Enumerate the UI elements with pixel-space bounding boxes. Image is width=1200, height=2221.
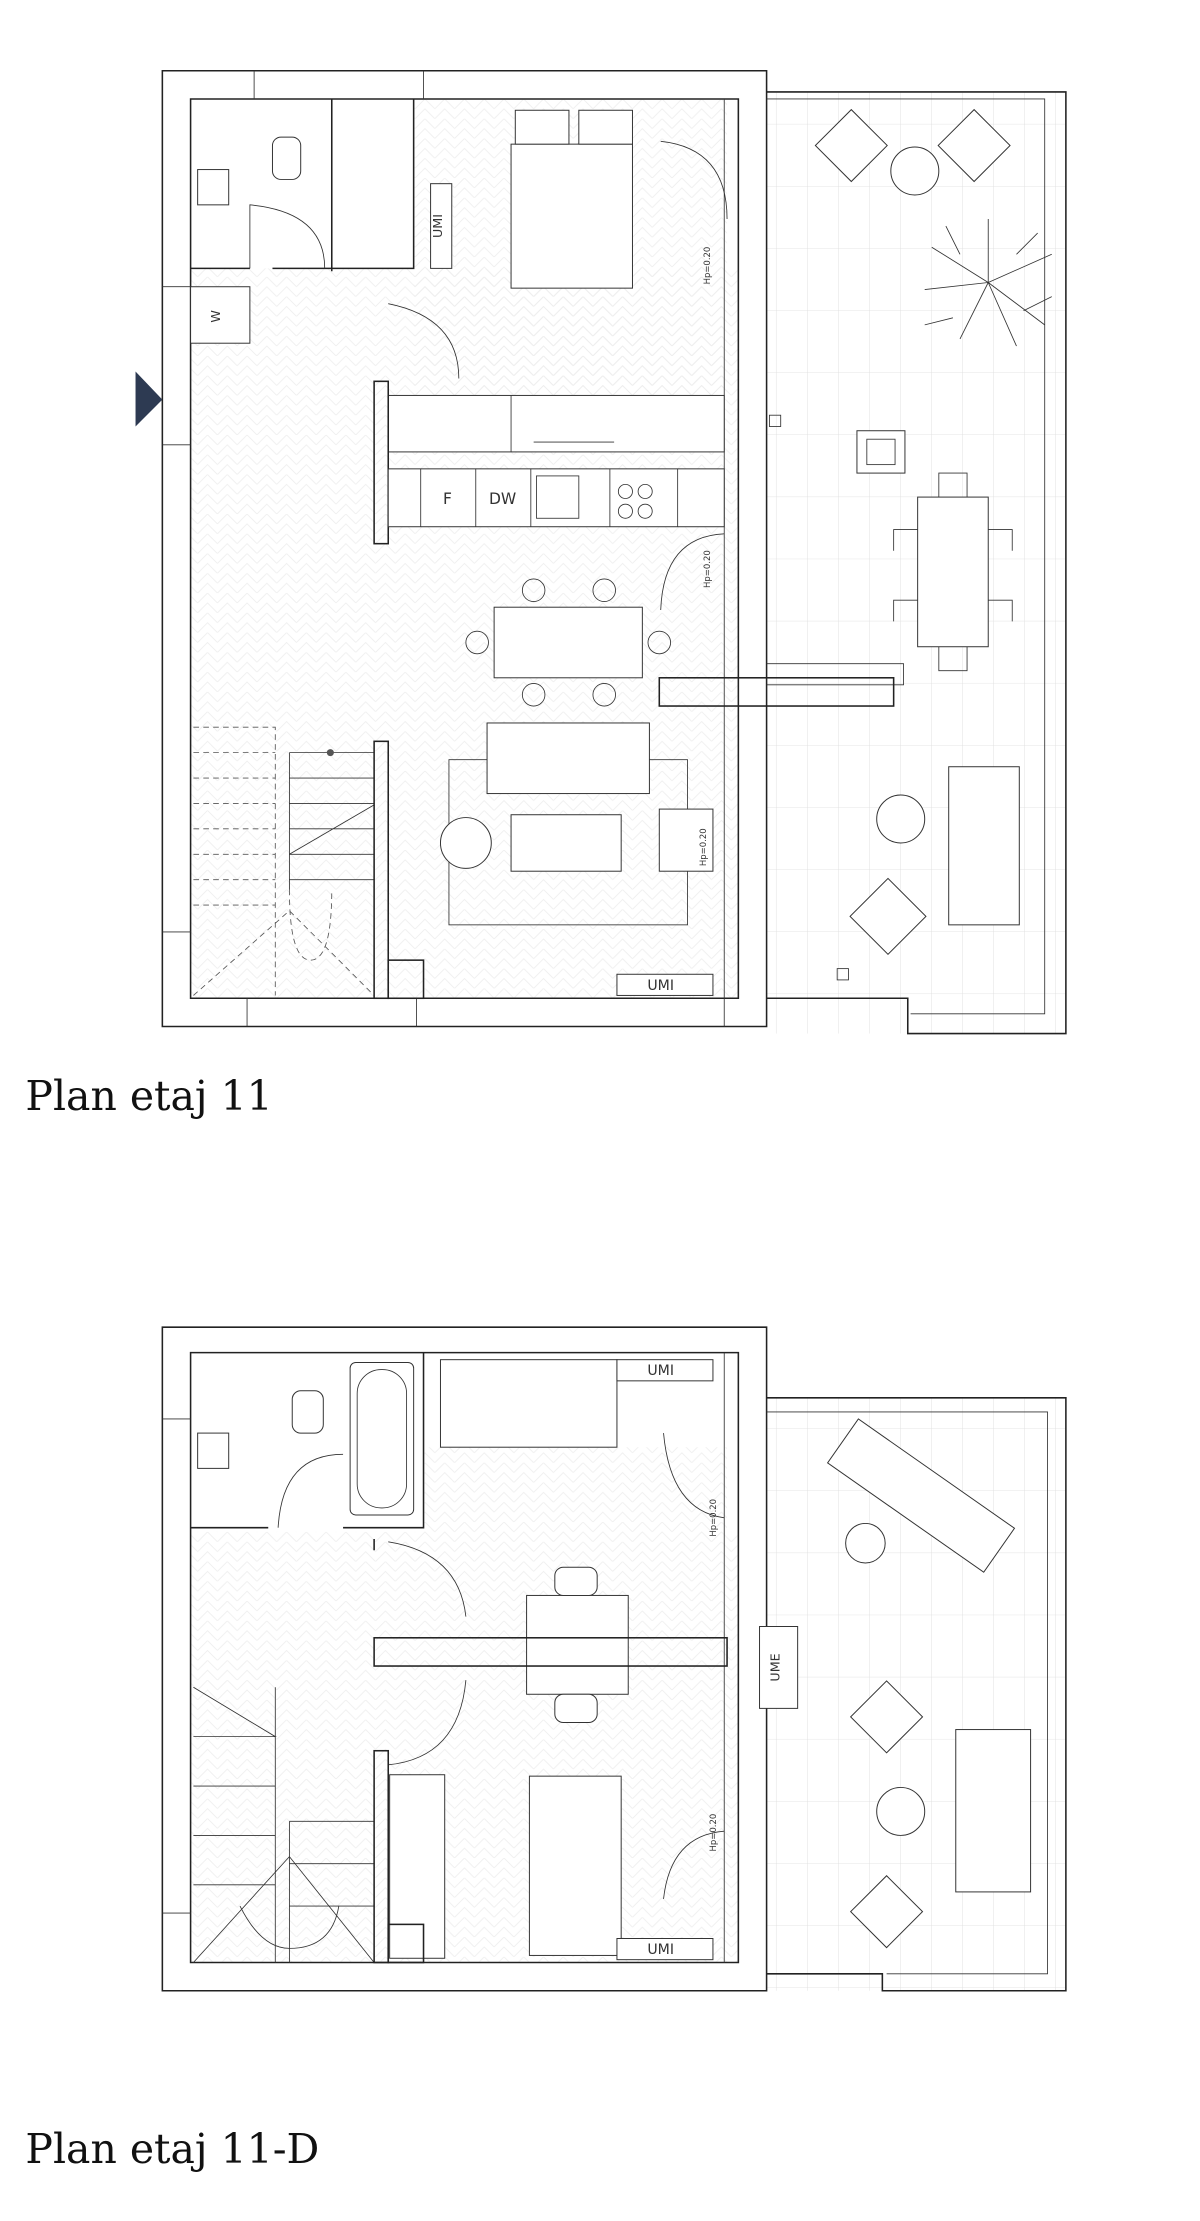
plan-title: Plan etaj 11-D (25, 2125, 319, 2173)
bedroom: UMI Hp=0.20 (388, 109, 728, 379)
umi-label: UMI (647, 978, 674, 994)
hob-icon (617, 483, 653, 519)
door-swing (249, 204, 326, 269)
bed (510, 143, 633, 289)
fridge-label: F (443, 490, 452, 508)
sink-icon (197, 169, 230, 206)
height-label: Hp=0.20 (698, 828, 708, 866)
toilet-icon (291, 1390, 324, 1434)
sofa (486, 722, 650, 795)
sink-icon (197, 1432, 230, 1469)
staircase (193, 726, 390, 1000)
tree-icon (924, 218, 1052, 347)
toilet-icon (271, 136, 302, 180)
desk (526, 1566, 629, 1723)
bedroom-1: UMI Hp=0.20 (388, 1359, 725, 1617)
living-area: Hp=0.20 UMI (387, 722, 714, 1000)
entrance-arrow-icon (135, 371, 163, 427)
staircase (193, 1686, 390, 1964)
umi-label: UMI (647, 1363, 674, 1379)
outer-walls (161, 69, 1067, 1035)
bed (439, 1359, 618, 1448)
terrace-sofa (948, 766, 1020, 926)
height-label: Hp=0.20 (702, 550, 712, 588)
wardrobe (389, 1774, 446, 1959)
kitchen: F DW (387, 468, 725, 528)
ume-label: UME (767, 1653, 782, 1681)
height-label: Hp=0.20 (708, 1499, 718, 1537)
bathroom (190, 1352, 425, 1551)
bedroom-2: UMI Hp=0.20 (387, 1680, 725, 1964)
umi-label: UMI (647, 1942, 674, 1958)
bed (528, 1775, 622, 1956)
terrace-furniture (768, 108, 1052, 981)
terrace-sofa (955, 1729, 1032, 1893)
plan-etaj-11-d: UMI Hp=0.20 UME UMI Hp=0.20 (25, 1326, 1067, 2173)
closet-label: W (208, 310, 223, 323)
terrace-table (917, 496, 989, 648)
terrace-furniture (826, 1418, 1032, 1949)
wardrobe (387, 394, 725, 453)
bathtub (349, 1362, 415, 1516)
dishwasher-label: DW (489, 490, 516, 508)
height-label: Hp=0.20 (708, 1814, 718, 1852)
sun-lounger (826, 1418, 1016, 1573)
terrace-floor (766, 91, 1066, 1034)
dining-table (465, 578, 672, 707)
sink-icon (536, 475, 580, 519)
bathroom: W (190, 98, 415, 344)
plan-title: Plan etaj 11 (25, 1072, 272, 1120)
plan-etaj-11: W UMI Hp=0.20 F DW Hp=0.20 (25, 69, 1067, 1120)
outer-walls (161, 1326, 1067, 1992)
partition-wall (373, 1637, 728, 1667)
height-label: Hp=0.20 (702, 247, 712, 285)
umi-label: UMI (430, 214, 445, 238)
